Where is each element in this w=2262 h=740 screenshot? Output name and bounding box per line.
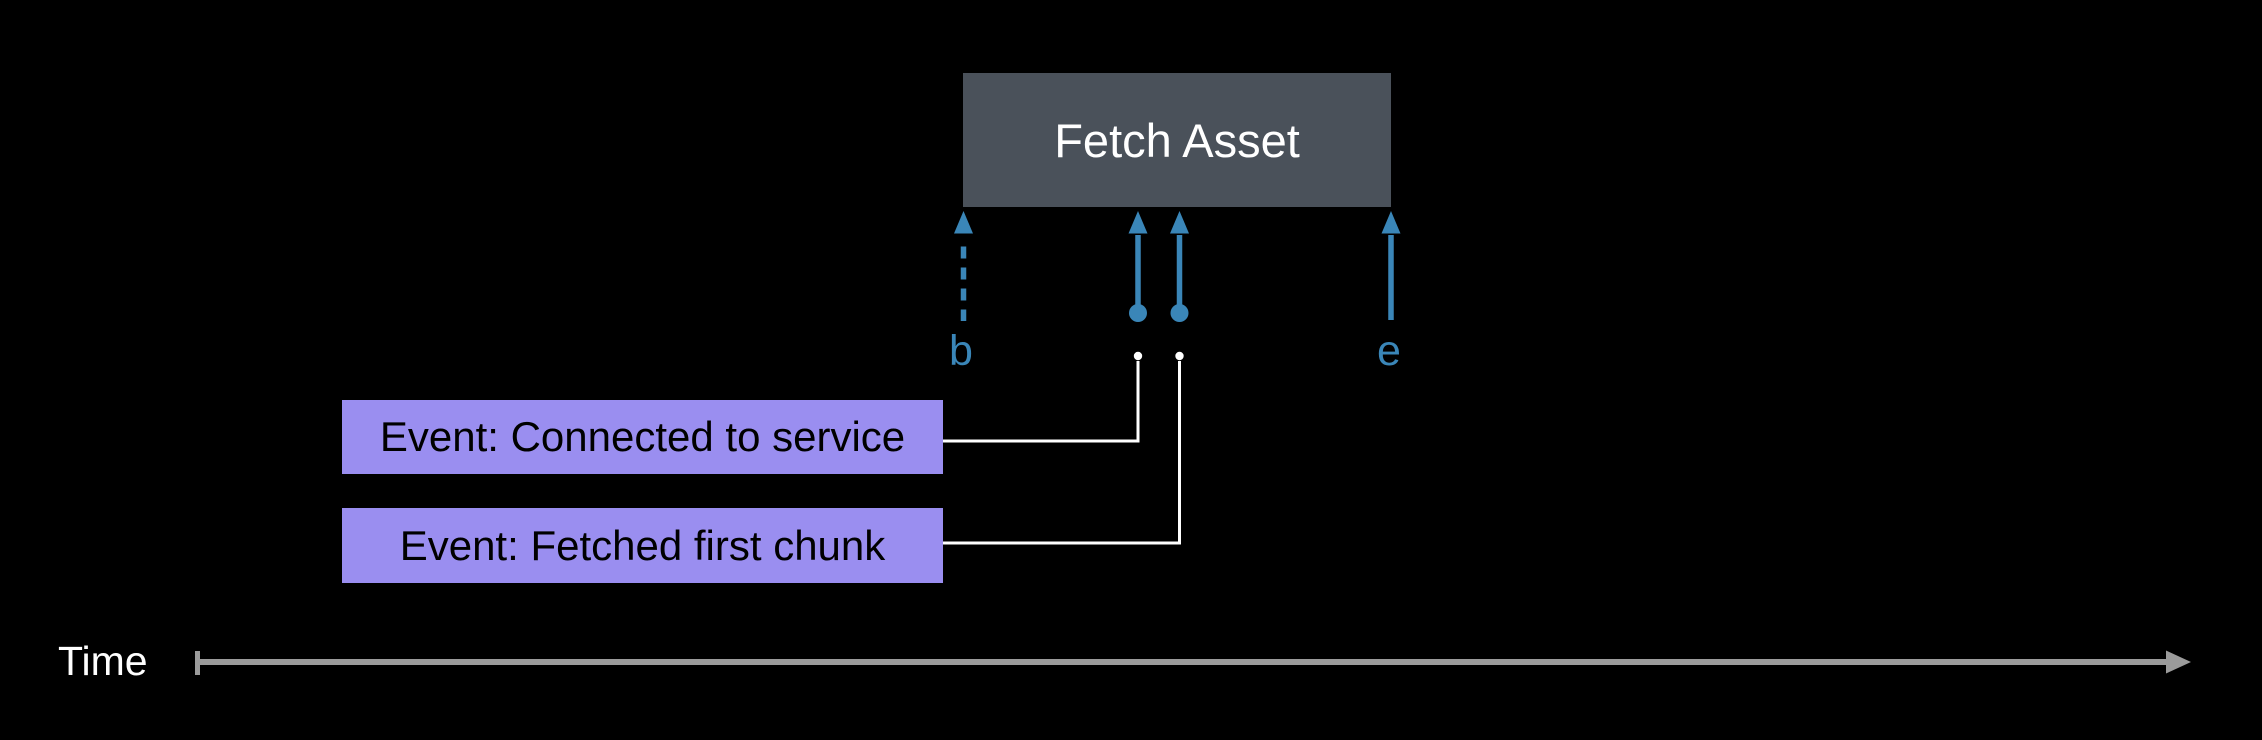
event-label: Event: Connected to service: [379, 413, 906, 460]
connector-dot: [1175, 351, 1184, 361]
interval-box: Fetch Asset: [963, 73, 1391, 207]
event-signpost-arrow-2: [1170, 211, 1189, 322]
event-signpost-arrow-1: [1128, 211, 1148, 322]
connector-line: [943, 361, 1181, 545]
end-signpost-arrow: [1381, 211, 1401, 320]
end-signpost-label: e: [1377, 327, 1401, 375]
arrow-up-icon: [1170, 211, 1189, 234]
arrow-base-dot: [1170, 304, 1189, 322]
begin-signpost-label: b: [949, 327, 973, 375]
event-box-1: Event: Connected to service: [342, 400, 943, 474]
arrow-up-icon: [1381, 211, 1401, 234]
arrow-base-dot: [1129, 304, 1147, 322]
interval-label: Fetch Asset: [1054, 113, 1300, 167]
time-axis: [195, 650, 2191, 675]
begin-signpost-arrow: [954, 211, 973, 321]
arrow-up-icon: [954, 211, 973, 234]
event-label: Event: Fetched first chunk: [399, 521, 886, 569]
arrow-up-icon: [1128, 211, 1148, 234]
event-box-2: Event: Fetched first chunk: [342, 508, 943, 583]
time-axis-label: Time: [58, 638, 148, 684]
event-connector-1: [943, 351, 1143, 443]
connector-line: [943, 361, 1140, 443]
connector-dot: [1133, 351, 1143, 361]
event-connector-2: [943, 351, 1184, 545]
arrow-right-icon: [2166, 650, 2191, 674]
